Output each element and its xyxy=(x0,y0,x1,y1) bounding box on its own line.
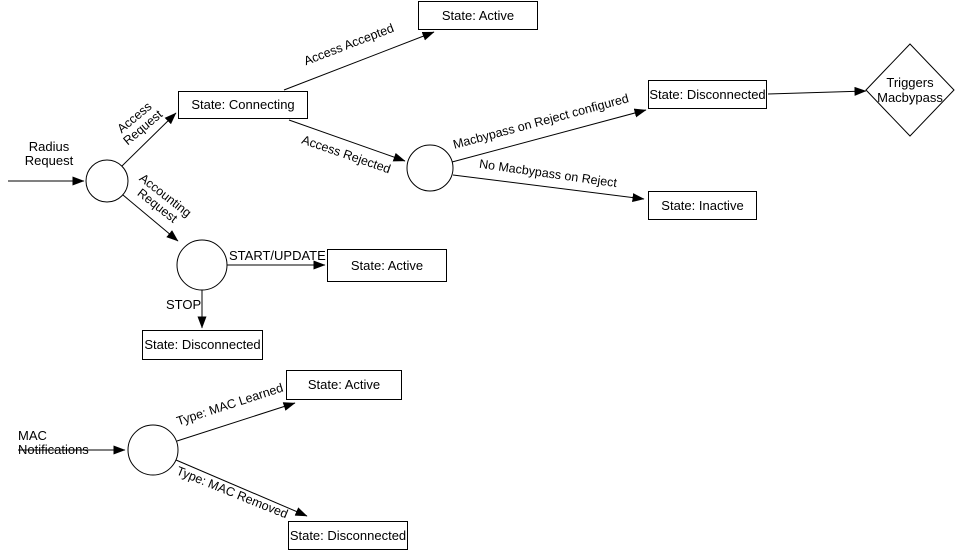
state-box-mac-active: State: Active xyxy=(286,370,402,400)
edge-mac-learned xyxy=(176,402,296,442)
state-box-inactive: State: Inactive xyxy=(648,191,757,220)
radius-request-label: Radius Request xyxy=(24,139,74,168)
state-box-reject-disconnected: State: Disconnected xyxy=(648,80,767,109)
edge-access-rejected xyxy=(288,119,406,162)
state-box-stop-disconnected: State: Disconnected xyxy=(142,330,263,360)
triggers-macbypass-diamond xyxy=(865,43,955,137)
edge-to-triggers-macbypass xyxy=(767,86,867,96)
edge-mac-removed xyxy=(175,459,308,517)
mac-junction-circle xyxy=(127,424,179,476)
edge-access-accepted xyxy=(283,31,435,91)
edge-accounting-request xyxy=(122,194,179,242)
state-box-connecting: State: Connecting xyxy=(178,91,308,119)
edge-no-macbypass xyxy=(452,174,645,203)
start-update-label: START/UPDATE xyxy=(229,248,326,263)
triggers-macbypass-label: Triggers Macbypass xyxy=(877,75,943,105)
edge-access-request xyxy=(121,112,177,167)
accounting-junction-circle xyxy=(176,239,228,291)
state-box-access-accepted: State: Active xyxy=(418,1,538,30)
stop-label: STOP xyxy=(166,297,202,312)
mac-notifications-label: MAC Notifications xyxy=(18,428,89,457)
reject-junction-circle xyxy=(406,144,454,192)
edge-macbypass-configured xyxy=(451,108,647,163)
state-box-mac-disconnected: State: Disconnected xyxy=(288,521,408,550)
radius-junction-circle xyxy=(85,159,129,203)
state-box-accounting-active: State: Active xyxy=(327,249,447,282)
